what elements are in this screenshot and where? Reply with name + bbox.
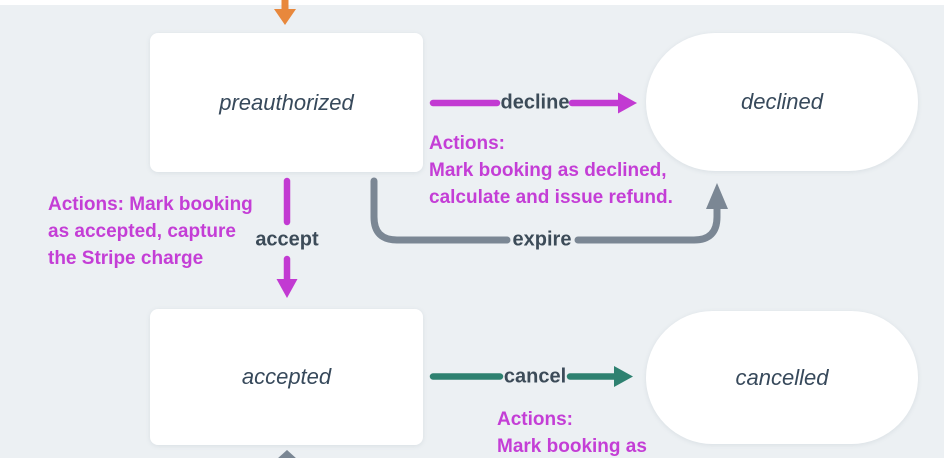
accept-actions-line: the Stripe charge (48, 248, 204, 269)
accept-transition-label: accept (255, 228, 319, 251)
accept-actions-line: as accepted, capture (48, 221, 236, 242)
state-declined: declined (646, 33, 918, 171)
state-preauthorized-label: preauthorized (219, 89, 354, 115)
state-declined-label: declined (741, 89, 823, 114)
expire-transition-label: expire (512, 228, 572, 251)
accept-actions-text: Actions: Mark booking as accepted, captu… (48, 191, 253, 272)
state-accepted: accepted (150, 309, 423, 445)
state-cancelled: cancelled (646, 311, 918, 444)
cancel-actions-line: Actions: (497, 409, 573, 430)
state-accepted-label: accepted (241, 364, 332, 389)
accept-actions-line: Actions: Mark booking (48, 194, 253, 215)
top-panel-edge (0, 0, 944, 5)
decline-actions-line: Mark booking as declined, (429, 160, 667, 181)
incoming-bottom-arrow-tip (278, 450, 296, 458)
cancel-transition-label: cancel (503, 365, 567, 388)
decline-actions-line: calculate and issue refund. (429, 187, 673, 208)
decline-transition-label: decline (500, 91, 570, 114)
decline-actions-line: Actions: (429, 133, 505, 154)
decline-actions-text: Actions: Mark booking as declined, calcu… (429, 130, 673, 211)
state-preauthorized: preauthorized (150, 33, 423, 172)
cancel-actions-line: Mark booking as (497, 436, 647, 457)
state-cancelled-label: cancelled (735, 364, 829, 390)
cancel-actions-text: Actions: Mark booking as (497, 406, 647, 458)
